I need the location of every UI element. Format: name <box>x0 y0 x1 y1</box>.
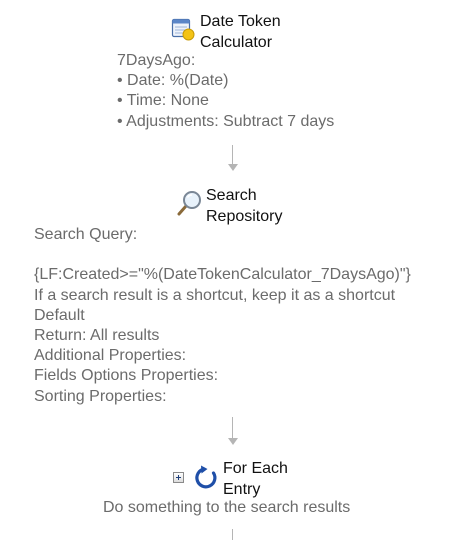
activity-date-token-calculator[interactable]: Date Token Calculator 7DaysAgo: • Date: … <box>0 0 474 135</box>
connector-arrowhead <box>228 438 238 445</box>
detail-line: 7DaysAgo: <box>117 52 196 69</box>
detail-line: • Time: None <box>117 92 209 110</box>
connector-line <box>232 145 233 165</box>
detail-line: • Adjustments: Subtract 7 days <box>117 112 335 130</box>
detail-line: Fields Options Properties: <box>34 367 219 385</box>
step-title-line-1: For Each <box>223 460 288 477</box>
expand-plus-icon[interactable] <box>173 472 184 483</box>
step-title-line-2: Entry <box>223 481 261 498</box>
detail-line: {LF:Created>="%(DateTokenCalculator_7Day… <box>34 266 411 284</box>
flow-connector <box>227 417 239 445</box>
detail-line: Return: All results <box>34 326 160 344</box>
step-details: Do something to the search results <box>103 498 350 518</box>
detail-line <box>34 245 411 265</box>
detail-line: Do something to the search results <box>103 499 351 516</box>
date-token-calculator-icon <box>171 17 195 41</box>
step-title-line-1: Date Token <box>200 13 281 30</box>
step-title-line-2: Calculator <box>200 34 273 51</box>
step-title-line-2: Repository <box>206 208 283 225</box>
detail-line: Search Query: <box>34 226 138 243</box>
detail-line: If a search result is a shortcut, keep i… <box>34 286 396 304</box>
loop-arrow-icon <box>192 464 220 492</box>
step-details: 7DaysAgo: • Date: %(Date) • Time: None •… <box>117 51 334 132</box>
flow-connector <box>227 529 239 540</box>
activity-search-repository[interactable]: Search Repository Search Query: {LF:Crea… <box>0 180 474 410</box>
magnifier-icon <box>176 189 204 217</box>
connector-line <box>232 529 233 540</box>
connector-arrowhead <box>228 164 238 171</box>
step-details: Search Query: {LF:Created>="%(DateTokenC… <box>34 225 411 407</box>
detail-line: Sorting Properties: <box>34 387 167 405</box>
detail-line: Additional Properties: <box>34 347 187 365</box>
detail-line: • Date: %(Date) <box>117 72 229 90</box>
connector-line <box>232 417 233 439</box>
step-title-line-1: Search <box>206 187 257 204</box>
flow-connector <box>227 145 239 171</box>
detail-line: Default <box>34 306 85 324</box>
